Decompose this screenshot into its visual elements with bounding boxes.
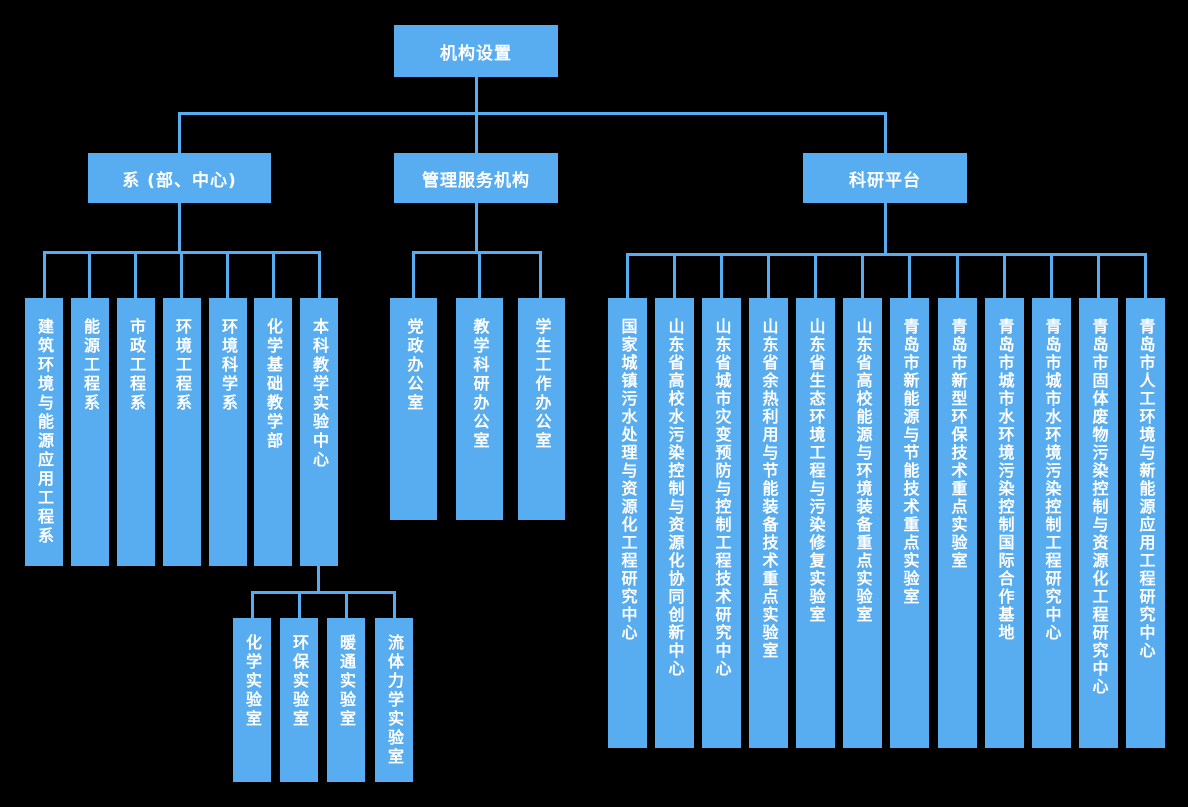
connector-admin-stem — [475, 203, 478, 254]
node-research-7: 青岛市新型环保技术重点实验室 — [938, 298, 977, 748]
node-admin-1: 教学科研办公室 — [456, 298, 503, 520]
node-label: 能源工程系 — [81, 318, 100, 413]
node-label: 国家城镇污水处理与资源化工程研究中心 — [618, 318, 638, 642]
node-research-0: 国家城镇污水处理与资源化工程研究中心 — [608, 298, 647, 748]
connector-admin-horizontal — [412, 251, 542, 254]
connector-lab-stem — [317, 566, 320, 594]
connector-drop-branch-left — [178, 112, 181, 153]
connector-lab-drop — [298, 591, 301, 618]
node-dept-4: 环境科学系 — [209, 298, 247, 566]
connector-research-drop — [814, 253, 817, 298]
node-research-9: 青岛市城市水环境污染控制工程研究中心 — [1032, 298, 1071, 748]
node-label: 山东省高校水污染控制与资源化协同创新中心 — [665, 318, 685, 678]
node-research-6: 青岛市新能源与节能技术重点实验室 — [890, 298, 929, 748]
connector-research-drop — [1003, 253, 1006, 298]
node-label: 青岛市城市水环境污染控制国际合作基地 — [995, 318, 1015, 642]
connector-admin-drop — [412, 251, 415, 298]
node-research-1: 山东省高校水污染控制与资源化协同创新中心 — [655, 298, 694, 748]
node-dept-0: 建筑环境与能源应用工程系 — [25, 298, 63, 566]
connector-dept-stem — [178, 203, 181, 254]
connector-dept-drop — [272, 251, 275, 298]
node-label: 青岛市新型环保技术重点实验室 — [948, 318, 968, 570]
node-label: 环境科学系 — [219, 318, 238, 413]
connector-top-horizontal — [178, 112, 887, 115]
node-research-8: 青岛市城市水环境污染控制国际合作基地 — [985, 298, 1024, 748]
node-admin-0: 党政办公室 — [390, 298, 437, 520]
connector-research-stem — [884, 203, 887, 254]
node-dept-3: 环境工程系 — [163, 298, 201, 566]
node-admin-group: 管理服务机构 — [394, 153, 558, 203]
connector-research-drop — [673, 253, 676, 298]
node-dept-group: 系 (部、中心) — [88, 153, 271, 203]
connector-research-drop — [861, 253, 864, 298]
node-lab-1: 环保实验室 — [280, 618, 318, 782]
connector-research-drop — [720, 253, 723, 298]
node-label: 市政工程系 — [127, 318, 146, 413]
node-label: 青岛市新能源与节能技术重点实验室 — [900, 318, 920, 606]
connector-dept-drop — [226, 251, 229, 298]
node-research-3: 山东省余热利用与节能装备技术重点实验室 — [749, 298, 788, 748]
node-root: 机构设置 — [394, 25, 558, 77]
node-label: 暖通实验室 — [337, 634, 356, 729]
connector-research-drop — [1050, 253, 1053, 298]
connector-drop-branch-right — [884, 112, 887, 153]
node-label: 流体力学实验室 — [385, 634, 404, 767]
node-research-5: 山东省高校能源与环境装备重点实验室 — [843, 298, 882, 748]
connector-lab-horizontal — [251, 591, 396, 594]
connector-research-drop — [908, 253, 911, 298]
node-label: 党政办公室 — [404, 318, 424, 413]
connector-lab-drop — [345, 591, 348, 618]
connector-dept-drop — [134, 251, 137, 298]
node-label: 建筑环境与能源应用工程系 — [35, 318, 54, 546]
node-label: 环保实验室 — [290, 634, 309, 729]
node-label: 山东省生态环境工程与污染修复实验室 — [806, 318, 826, 624]
node-admin-2: 学生工作办公室 — [518, 298, 565, 520]
connector-admin-drop — [539, 251, 542, 298]
node-label: 山东省余热利用与节能装备技术重点实验室 — [759, 318, 779, 660]
node-lab-3: 流体力学实验室 — [375, 618, 413, 782]
connector-dept-drop — [43, 251, 46, 298]
node-label: 山东省高校能源与环境装备重点实验室 — [853, 318, 873, 624]
node-lab-2: 暖通实验室 — [327, 618, 365, 782]
connector-dept-drop — [180, 251, 183, 298]
connector-research-drop — [626, 253, 629, 298]
node-dept-2: 市政工程系 — [117, 298, 155, 566]
node-research-group: 科研平台 — [803, 153, 967, 203]
connector-dept-drop — [88, 251, 91, 298]
connector-research-drop — [767, 253, 770, 298]
node-label: 化学实验室 — [243, 634, 262, 729]
connector-admin-drop — [478, 251, 481, 298]
node-dept-6: 本科教学实验中心 — [300, 298, 338, 566]
node-label: 青岛市城市水环境污染控制工程研究中心 — [1042, 318, 1062, 642]
node-label: 青岛市人工环境与新能源应用工程研究中心 — [1136, 318, 1156, 660]
node-research-4: 山东省生态环境工程与污染修复实验室 — [796, 298, 835, 748]
connector-research-horizontal — [626, 253, 1147, 256]
node-dept-5: 化学基础教学部 — [254, 298, 292, 566]
node-label: 学生工作办公室 — [532, 318, 552, 451]
node-label: 青岛市固体废物污染控制与资源化工程研究中心 — [1089, 318, 1109, 696]
node-label: 本科教学实验中心 — [310, 318, 329, 470]
connector-root-stem — [475, 77, 478, 153]
node-label: 教学科研办公室 — [470, 318, 490, 451]
connector-research-drop — [956, 253, 959, 298]
node-label: 山东省城市灾变预防与控制工程技术研究中心 — [712, 318, 732, 678]
node-lab-0: 化学实验室 — [233, 618, 271, 782]
node-dept-1: 能源工程系 — [71, 298, 109, 566]
connector-dept-drop — [318, 251, 321, 298]
node-research-2: 山东省城市灾变预防与控制工程技术研究中心 — [702, 298, 741, 748]
node-research-10: 青岛市固体废物污染控制与资源化工程研究中心 — [1079, 298, 1118, 748]
node-research-11: 青岛市人工环境与新能源应用工程研究中心 — [1126, 298, 1165, 748]
connector-lab-drop — [251, 591, 254, 618]
connector-research-drop — [1144, 253, 1147, 298]
connector-research-drop — [1097, 253, 1100, 298]
node-label: 环境工程系 — [173, 318, 192, 413]
connector-lab-drop — [393, 591, 396, 618]
node-label: 化学基础教学部 — [264, 318, 283, 451]
